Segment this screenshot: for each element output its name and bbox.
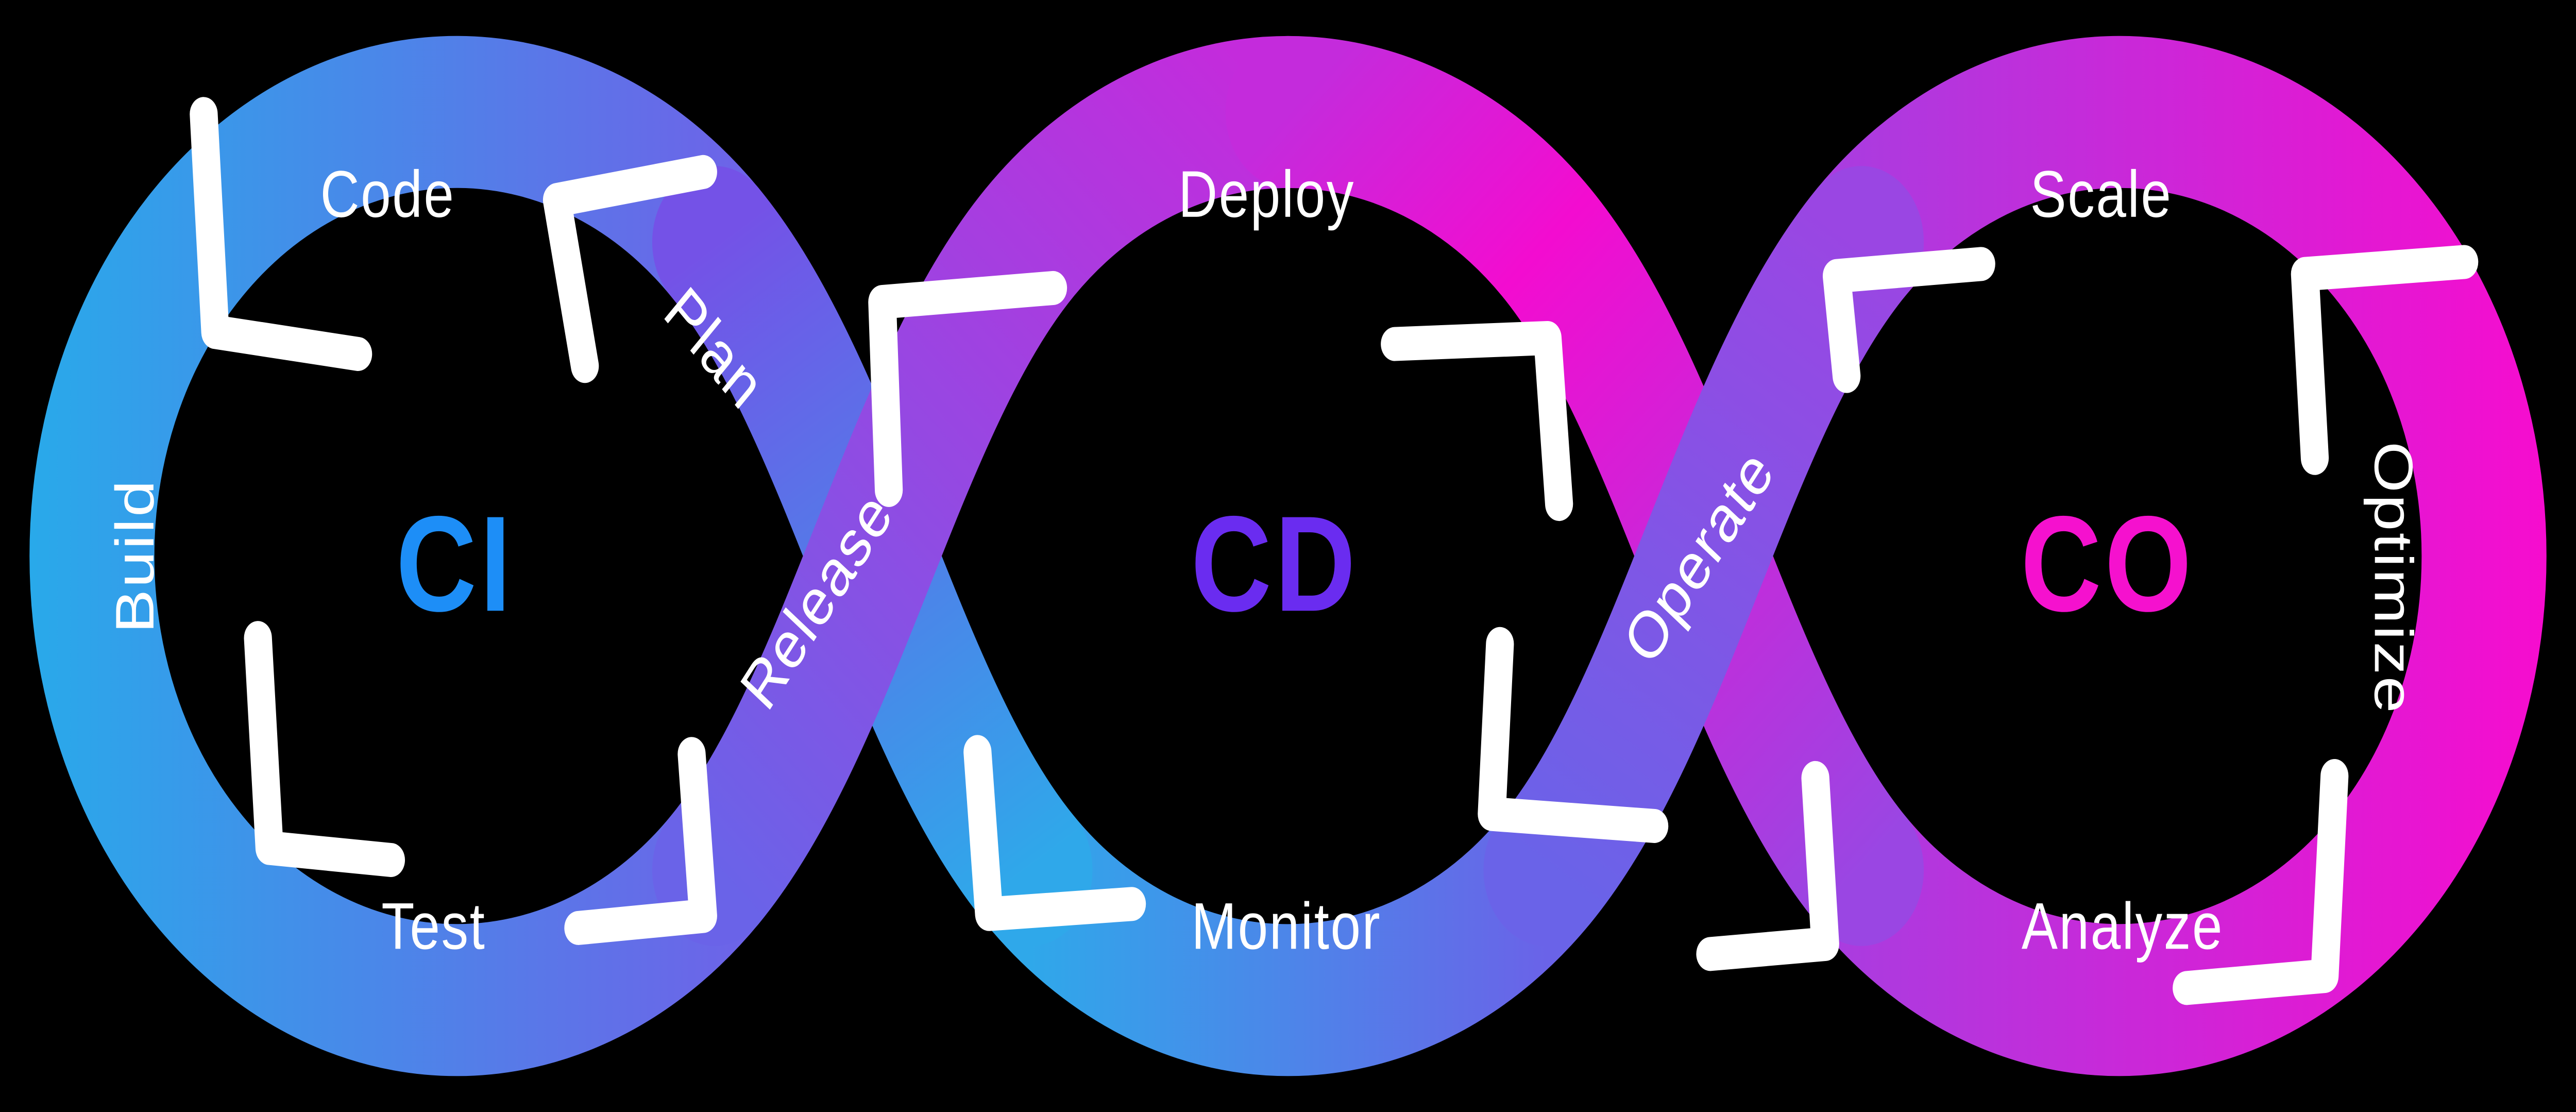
flow-arrow-icon <box>963 735 1146 931</box>
stage-label-monitor: Monitor <box>1191 889 1381 963</box>
flow-arrow-icon <box>190 97 372 371</box>
flow-arrows <box>190 97 2479 1005</box>
flow-arrow-icon <box>2173 759 2349 1005</box>
stage-label-build: Build <box>105 479 165 633</box>
stage-label-code: Code <box>320 157 455 231</box>
flow-arrow-icon <box>1381 321 1573 521</box>
stage-label-analyze: Analyze <box>2022 889 2224 963</box>
ci-loop-ribbon <box>29 36 777 1076</box>
ci-label: CI <box>396 488 514 640</box>
flow-arrow-icon <box>1696 761 1839 971</box>
stage-label-deploy: Deploy <box>1178 157 1355 231</box>
flow-arrow-icon <box>2291 245 2479 475</box>
flow-arrow-icon <box>1822 247 1995 393</box>
co-label: CO <box>2021 488 2195 640</box>
stage-label-scale: Scale <box>2030 157 2172 231</box>
flow-arrow-icon <box>868 271 1067 507</box>
operate-crossover-ribbon <box>1483 166 1924 946</box>
deploy-crossover-ribbon <box>1225 36 1924 946</box>
stage-label-optimize: Optimize <box>2363 442 2424 715</box>
stage-label-test: Test <box>381 889 486 963</box>
loop-abbreviations: CI CD CO <box>396 488 2195 640</box>
flow-arrow-icon <box>1478 627 1669 843</box>
flow-arrow-icon <box>244 621 405 877</box>
co-loop-ribbon <box>1799 36 2547 1076</box>
monitor-ribbon <box>968 794 1608 1076</box>
flow-arrow-icon <box>564 737 717 945</box>
flow-arrow-icon <box>543 155 717 383</box>
cd-label: CD <box>1191 488 1359 640</box>
